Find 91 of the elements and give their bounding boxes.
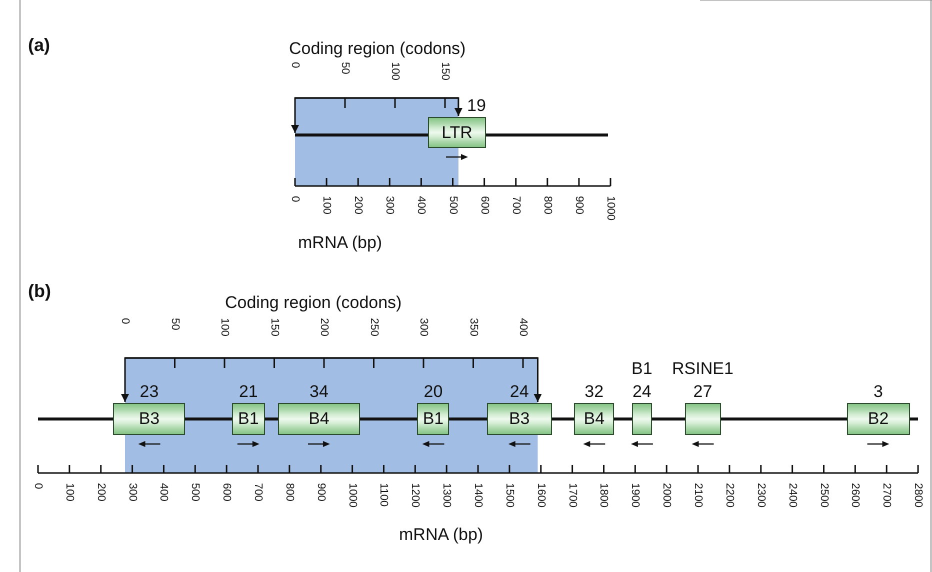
element-name: B2 [868,409,889,429]
axis-title: mRNA (bp) [399,526,484,543]
tick-label: 50 [168,318,181,330]
element-name: B4 [584,409,605,429]
element-name: B3 [138,409,160,429]
tick-label: 100 [218,318,230,336]
element-box [278,403,360,435]
tick-label: 800 [541,196,554,214]
tick-label: 0 [32,483,44,490]
axis-title: Coding region (codons) [289,40,466,57]
count-label: 3 [874,383,883,400]
tick-label: 350 [467,318,480,336]
element-name: B4 [308,409,330,429]
tick-label: 1800 [598,483,610,508]
tick-label: 400 [415,196,428,214]
tick-label: 1600 [534,483,547,508]
axis-title: Coding region (codons) [225,294,402,311]
count-label: 23 [140,383,159,400]
count-label: 34 [310,383,328,400]
tick-label: 2200 [723,483,736,508]
count-label: 19 [467,97,486,114]
tick-label: 200 [352,196,364,214]
tick-label: 100 [63,483,76,502]
tick-label: 500 [446,196,459,214]
tick-label: 1100 [378,483,390,507]
tick-label: 2600 [849,483,862,508]
tick-label: 700 [252,483,264,502]
tick-label: 1300 [440,483,453,508]
tick-label: 600 [478,196,490,214]
tick-label: 400 [158,483,170,502]
tick-label: 100 [320,196,333,214]
tick-label: 600 [220,483,233,502]
tick-label: 1900 [629,483,642,508]
tick-label: 200 [94,483,107,502]
tick-label: 0 [119,318,131,324]
tick-label: 0 [289,62,301,68]
element-box [232,403,265,435]
tick-label: 700 [510,196,522,214]
coding-region-bracket [121,357,542,402]
element-box [486,403,552,435]
tick-label: 300 [418,318,430,336]
panel-label: (a) [28,36,50,54]
tick-label: 1400 [472,483,484,508]
element-box [847,403,910,435]
tick-label: 400 [517,318,529,336]
element-name: RSINE1 [672,360,734,377]
element-box [684,403,721,435]
tick-label: 150 [439,62,451,80]
tick-label: 900 [314,483,327,502]
tick-label: 1200 [409,483,422,508]
tick-label: 500 [189,483,202,502]
element-box [113,403,186,435]
tick-label: 900 [572,196,585,214]
count-label: 27 [693,383,712,400]
element-box [574,403,614,435]
tick-label: 300 [126,483,138,502]
element-name: B1 [422,409,444,429]
count-label: 24 [632,383,652,400]
tick-label: 2000 [660,483,673,508]
tick-label: 800 [283,483,296,502]
count-label: 21 [238,383,258,400]
tick-label: 1700 [566,483,578,508]
tick-label: 2100 [692,483,704,508]
tick-label: 2500 [818,483,830,508]
tick-label: 1500 [503,483,516,508]
tick-label: 1000 [604,196,616,220]
tick-label: 2700 [880,483,893,508]
tick-label: 150 [268,318,280,336]
element-name: B3 [508,409,530,429]
count-label: 32 [584,383,604,400]
count-label: 24 [510,383,529,400]
tick-label: 1000 [346,483,358,508]
element-box [632,403,652,435]
element-box [417,403,450,435]
element-box [428,117,486,148]
tick-label: 300 [384,196,396,214]
element-name: LTR [442,122,472,142]
tick-label: 2300 [754,483,767,508]
element-name: B1 [238,409,259,429]
coding-region-bracket [291,97,462,133]
tick-label: 100 [389,62,401,80]
tick-label: 2400 [786,483,798,508]
panel-label: (b) [28,282,51,300]
axis-title: mRNA (bp) [298,234,382,251]
tick-label: 0 [289,196,301,202]
tick-label: 50 [339,62,351,74]
count-label: 20 [424,383,443,400]
tick-label: 200 [318,318,330,336]
element-name: B1 [632,360,652,377]
tick-label: 250 [368,318,380,336]
tick-label: 2800 [912,483,924,508]
